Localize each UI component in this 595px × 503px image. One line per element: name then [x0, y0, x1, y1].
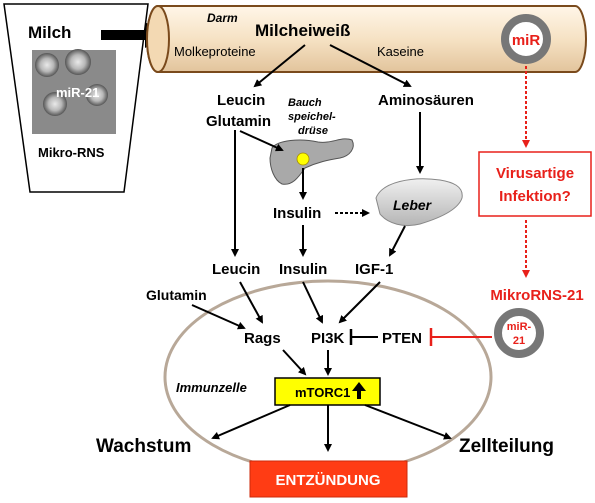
mtorc1-up-arrow-icon	[352, 382, 366, 399]
mir21-badge-line2: 21	[513, 335, 525, 347]
insulin-label: Insulin	[279, 261, 327, 278]
pancreas-label-1: Bauch	[288, 97, 322, 109]
arrow-to-leucin-glutamin	[253, 44, 306, 88]
arrow-glutamin-to-pancreas	[239, 130, 284, 152]
pancreas-label-2: speichel-	[288, 111, 336, 123]
viral-infection-line1: Virusartige	[496, 165, 574, 182]
viral-infection-line2: Infektion?	[499, 188, 571, 205]
casein-label: Kaseine	[377, 44, 424, 59]
arrow-leucin-to-rags	[239, 281, 263, 324]
intestine-tube	[146, 5, 587, 73]
mir21-badge-line1: miR-	[507, 321, 532, 333]
liver-icon	[375, 178, 463, 227]
arrow-to-growth	[211, 404, 291, 440]
cell-division-label: Zellteilung	[459, 436, 554, 457]
microrna-label: Mikro-RNS	[38, 145, 105, 160]
leucin-top-label: Leucin	[217, 92, 265, 109]
inflammation-label: ENTZÜNDUNG	[276, 472, 381, 489]
pten-label: PTEN	[382, 330, 422, 347]
mtorc1-box: mTORC1	[274, 377, 381, 406]
milk-protein-label: Milcheiweiß	[255, 21, 350, 40]
milk-label: Milch	[28, 23, 71, 42]
whey-protein-label: Molkeproteine	[174, 44, 256, 59]
mir21-badge: miR- 21	[494, 308, 544, 358]
mir-badge-intestine: miR	[501, 14, 551, 64]
inflammation-box: ENTZÜNDUNG	[249, 460, 408, 498]
arrow-glutamin-to-rags	[191, 304, 246, 330]
immune-cell-label: Immunzelle	[176, 380, 247, 395]
arrow-rags-to-mtorc1	[282, 349, 307, 376]
igf1-label: IGF-1	[355, 261, 393, 278]
mir21-photo-label: miR-21	[56, 85, 99, 100]
intestine-label: Darm	[207, 11, 238, 25]
arrow-to-amino-acids	[329, 44, 412, 87]
microrna21-label: MikroRNS-21	[490, 287, 583, 304]
pi3k-label: PI3K	[311, 330, 345, 347]
insulin-mid-label: Insulin	[273, 205, 321, 222]
liver-label: Leber	[393, 197, 433, 213]
arrow-insulin-to-pi3k	[302, 281, 324, 324]
pancreas-icon	[269, 138, 354, 185]
arrow-to-cell-division	[364, 404, 452, 440]
milk-glass: miR-21 Milch Mikro-RNS	[3, 3, 149, 193]
mtorc1-label: mTORC1	[295, 385, 350, 400]
arrow-liver-to-igf1	[389, 225, 406, 257]
growth-label: Wachstum	[96, 436, 191, 457]
rags-label: Rags	[244, 330, 281, 347]
glutamin-top-label: Glutamin	[206, 113, 271, 130]
viral-infection-box: Virusartige Infektion?	[478, 151, 592, 217]
arrow-igf1-to-pi3k	[338, 281, 381, 324]
glutamin-label: Glutamin	[146, 287, 207, 303]
leucin-label: Leucin	[212, 261, 260, 278]
pancreas-label-3: drüse	[298, 125, 328, 137]
amino-acids-label: Aminosäuren	[378, 92, 474, 109]
mir-badge-label: miR	[512, 32, 541, 49]
